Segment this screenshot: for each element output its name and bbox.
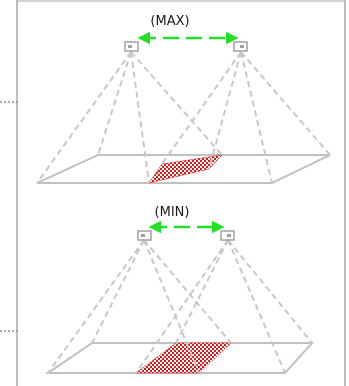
min-label: (MIN) [155, 205, 190, 220]
max-left-projector-icon [124, 41, 139, 52]
max-right-projector-beam [161, 51, 331, 184]
max-left-projector-beam [36, 51, 223, 184]
min-right-projector-beam [135, 239, 313, 374]
max-scenario: (MAX) [36, 14, 331, 184]
outer-frame [16, 0, 346, 386]
max-label: (MAX) [150, 14, 189, 29]
max-right-projector-icon [233, 41, 248, 52]
min-overlap-region [135, 342, 232, 374]
left-lead-lines [0, 101, 17, 332]
min-scenario: (MIN) [44, 205, 315, 374]
min-left-projector-beam [47, 239, 232, 374]
min-right-projector-icon [220, 230, 235, 241]
min-left-projector-icon [137, 230, 152, 241]
